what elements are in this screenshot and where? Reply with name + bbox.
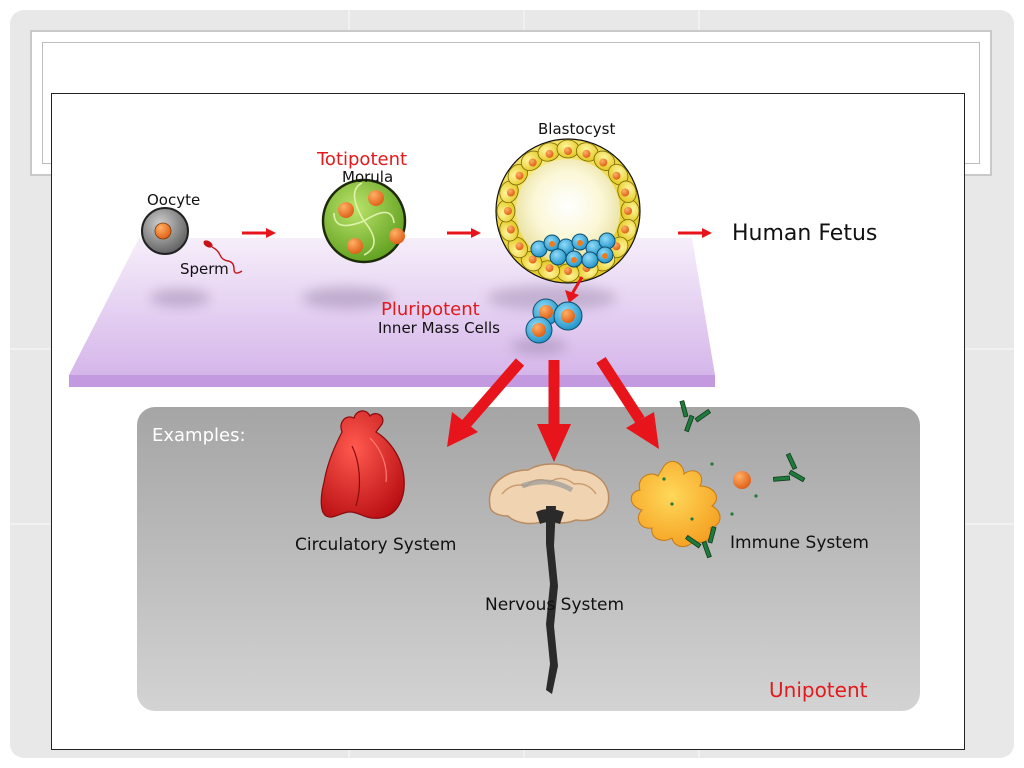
nervous-system-label: Nervous System bbox=[485, 595, 624, 615]
immune-system-label: Immune System bbox=[730, 533, 869, 553]
trophoblast-nucleus bbox=[621, 225, 630, 234]
oocyte-cell bbox=[141, 207, 189, 255]
circulatory-system-label: Circulatory System bbox=[295, 535, 456, 555]
trophoblast-nucleus bbox=[515, 171, 524, 180]
spinal-cord-icon bbox=[536, 506, 564, 694]
trophoblast-nucleus bbox=[515, 242, 524, 251]
trophoblast-nucleus bbox=[506, 188, 515, 197]
sperm-cell bbox=[203, 240, 243, 274]
trophoblast-nucleus bbox=[564, 147, 572, 155]
morula-label: Morula bbox=[342, 168, 393, 186]
trophoblast-nucleus bbox=[545, 264, 554, 273]
inner-mass-cells bbox=[525, 298, 583, 344]
sperm-label: Sperm bbox=[180, 260, 229, 278]
trophoblast-nucleus bbox=[528, 255, 537, 264]
differentiation-arrow-right bbox=[596, 357, 659, 449]
antibody-icon-3 bbox=[684, 526, 717, 559]
trophoblast-nucleus bbox=[612, 171, 621, 180]
antibody-icon-1 bbox=[679, 400, 712, 433]
trophoblast-nucleus bbox=[504, 207, 512, 215]
unipotent-label: Unipotent bbox=[769, 678, 868, 702]
differentiation-arrow-left bbox=[447, 358, 525, 447]
trophoblast-nucleus bbox=[564, 267, 572, 275]
oocyte-label: Oocyte bbox=[147, 191, 200, 209]
inner-mass-cells-label: Inner Mass Cells bbox=[378, 319, 500, 337]
stem-cell-potency-diagram: Oocyte Sperm Totipotent Morula bbox=[51, 93, 965, 750]
examples-heading: Examples: bbox=[152, 425, 246, 446]
progress-arrow-2 bbox=[447, 228, 481, 238]
morula-cell bbox=[321, 178, 407, 264]
progress-arrow-3 bbox=[678, 228, 712, 238]
human-fetus-label: Human Fetus bbox=[732, 221, 877, 246]
totipotent-label: Totipotent bbox=[316, 149, 407, 170]
heart-icon bbox=[320, 410, 405, 519]
inner-cell-mass-cluster bbox=[530, 232, 616, 269]
trophoblast-nucleus bbox=[528, 158, 537, 167]
brain-icon bbox=[488, 463, 610, 525]
trophoblast-nucleus bbox=[506, 225, 515, 234]
trophoblast-nucleus bbox=[582, 149, 591, 158]
blastocyst-to-inner-mass-arrow bbox=[565, 276, 584, 303]
pluripotent-label: Pluripotent bbox=[381, 299, 480, 320]
diagram-canvas: Oocyte Sperm Totipotent Morula bbox=[69, 120, 920, 711]
progress-arrow-1 bbox=[242, 228, 276, 238]
blastocyst-cell bbox=[495, 138, 641, 284]
trophoblast-nucleus bbox=[624, 207, 632, 215]
trophoblast-cells bbox=[496, 139, 640, 283]
trophoblast-nucleus bbox=[545, 149, 554, 158]
antibody-icon-2 bbox=[772, 452, 806, 483]
trophoblast-nucleus bbox=[599, 158, 608, 167]
examples-panel bbox=[137, 407, 920, 711]
blastocyst-label: Blastocyst bbox=[538, 120, 615, 138]
differentiation-arrow-center bbox=[537, 360, 571, 462]
trophoblast-nucleus bbox=[621, 188, 630, 197]
